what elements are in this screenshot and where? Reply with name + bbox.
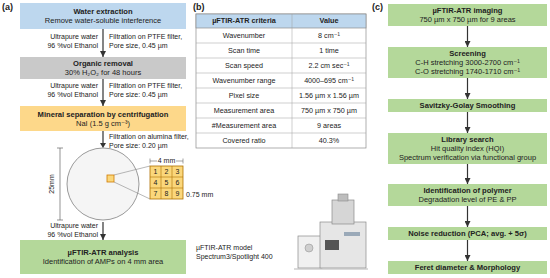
box-text: Degradation level of PE & PP	[419, 195, 517, 204]
area-number: 7	[150, 188, 161, 199]
filtration-note: Filtration on PTFE filter, Pore size, 0.…	[109, 33, 191, 50]
dimension-label: 25mm	[48, 169, 56, 199]
dimension-label: 0.75 mm	[186, 191, 220, 200]
box-heading: Water extraction	[73, 7, 132, 16]
analysis-spot	[107, 175, 114, 182]
table-cell: Pixel size	[196, 88, 292, 103]
reagent-note: 96 %vol Ethanol	[20, 42, 98, 51]
process-box: ScreeningC-H stretching 3000-2700 cm⁻¹C-…	[388, 47, 547, 78]
box-heading: Identification of polymer	[423, 186, 511, 195]
flow-arrow	[102, 29, 103, 57]
flow-arrow	[102, 131, 103, 240]
reagent-note: 96 %vol Ethanol	[20, 231, 98, 240]
process-box: Library searchHit quality index (HQI)Spe…	[388, 133, 547, 164]
box-heading: µFTIR-ATR analysis	[68, 248, 139, 257]
box-text: Identification of AMPs on 4 mm area	[43, 257, 163, 266]
instrument-picture	[294, 194, 368, 269]
flow-arrow	[102, 79, 103, 106]
instrument-caption: µFTIR-ATR model Spectrum3/Spotlight 400	[196, 244, 294, 261]
flow-arrow	[467, 206, 468, 227]
process-box: Mineral separation by centrifugationNaI …	[20, 106, 186, 131]
process-box: Feret diameter & Morphology	[388, 261, 547, 274]
table-cell: Wavenumber	[196, 28, 292, 43]
box-text: 750 µm x 750 µm for 9 areas	[419, 15, 515, 24]
box-heading: µFTIR-ATR imaging	[432, 6, 502, 15]
reagent-note: Ultrapure water	[20, 82, 98, 91]
table-cell: Wavenumber range	[196, 73, 292, 88]
process-box: µFTIR-ATR imaging750 µm x 750 µm for 9 a…	[388, 4, 547, 26]
box-text: Spectrum verification via functional gro…	[399, 153, 536, 162]
process-box: µFTIR-ATR analysisIdentification of AMPs…	[20, 240, 186, 274]
panel-letter: (a)	[2, 2, 20, 12]
area-number: 2	[161, 166, 172, 177]
process-box: Savitzky-Golay Smoothing	[388, 99, 547, 112]
area-number: 5	[161, 177, 172, 188]
table-cell: 1 time	[292, 43, 366, 58]
area-number: 9	[172, 188, 183, 199]
table-cell: 2.2 cm sec⁻¹	[292, 58, 366, 73]
box-text: Hit quality index (HQI)	[431, 144, 504, 153]
area-number: 8	[161, 188, 172, 199]
box-heading: Noise reduction (PCA; avg. + 5σ)	[408, 229, 527, 238]
box-text: 30% H₂O₂ for 48 hours	[65, 68, 141, 77]
box-heading: Organic removal	[73, 59, 133, 68]
area-number: 3	[172, 166, 183, 177]
flow-arrow	[467, 78, 468, 99]
table-cell: Scan speed	[196, 58, 292, 73]
filter-disc	[67, 148, 139, 220]
table-cell: µFTIR-ATR criteria	[196, 14, 292, 28]
flow-arrow	[467, 112, 468, 133]
table-cell: Covered ratio	[196, 133, 292, 148]
box-heading: Library search	[441, 135, 493, 144]
box-text: C-O stretching 1740-1710 cm⁻¹	[415, 67, 520, 76]
area-number: 6	[172, 177, 183, 188]
table-cell: Scan time	[196, 43, 292, 58]
zoom-lines	[114, 166, 150, 199]
reagent-note: 96 %vol Ethanol	[20, 91, 98, 100]
flow-arrow	[467, 240, 468, 261]
box-heading: Feret diameter & Morphology	[415, 263, 520, 272]
dimension-label: 4 mm	[150, 157, 183, 166]
box-text: C-H stretching 3000-2700 cm⁻¹	[415, 58, 519, 67]
process-box: Noise reduction (PCA; avg. + 5σ)	[388, 227, 547, 240]
process-box: Water extractionRemove water-soluble int…	[20, 3, 186, 29]
table-cell: 1.56 µm x 1.56 µm	[292, 88, 366, 103]
filtration-note: Filtration on alumina filter, Pore size:…	[109, 133, 191, 150]
table-cell: 8 cm⁻¹	[292, 28, 366, 43]
box-heading: Savitzky-Golay Smoothing	[420, 101, 516, 110]
box-heading: Screening	[449, 49, 486, 58]
table-cell: #Measurement area	[196, 118, 292, 133]
table-cell: Value	[292, 14, 366, 28]
area-number: 1	[150, 166, 161, 177]
arrow-head	[100, 143, 106, 148]
process-box: Organic removal30% H₂O₂ for 48 hours	[20, 57, 186, 79]
box-text: Remove water-soluble interference	[45, 16, 161, 25]
criteria-table	[196, 14, 366, 148]
table-cell: 4000–695 cm⁻¹	[292, 73, 366, 88]
flow-arrow	[467, 26, 468, 47]
flow-arrow	[467, 164, 468, 184]
box-heading: Mineral separation by centrifugation	[38, 110, 169, 119]
filter-dimension	[57, 148, 63, 220]
filtration-note: Filtration on PTFE filter, Pore size: 0.…	[109, 82, 191, 99]
process-box: Identification of polymerDegradation lev…	[388, 184, 547, 206]
reagent-note: Ultrapure water	[20, 33, 98, 42]
table-cell: Measurement area	[196, 103, 292, 118]
table-cell: 9 areas	[292, 118, 366, 133]
table-cell: 40.3%	[292, 133, 366, 148]
box-text: NaI (1.5 g cm⁻³)	[76, 119, 130, 128]
panel-letter: (c)	[372, 2, 387, 12]
table-cell: 750 µm x 750 µm	[292, 103, 366, 118]
reagent-note: Ultrapure water	[20, 222, 98, 231]
area-number: 4	[150, 177, 161, 188]
panel-letter: (b)	[193, 2, 211, 12]
area-grid	[150, 166, 183, 199]
